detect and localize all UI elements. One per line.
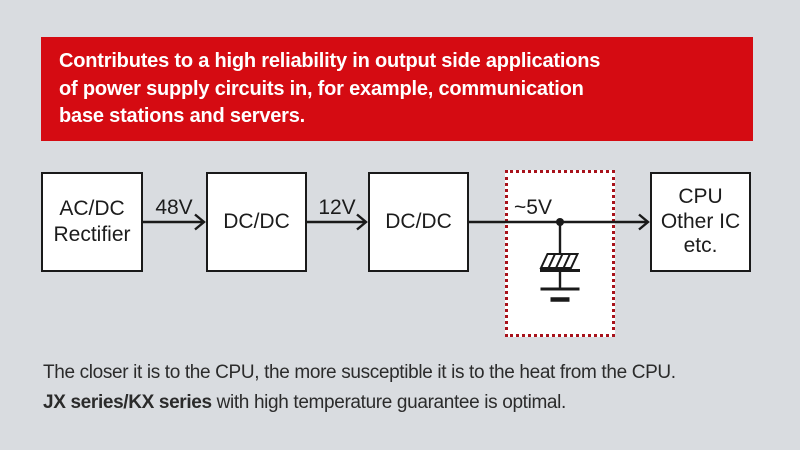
block-cpu-label-line3: etc. <box>683 234 718 258</box>
headline-line-1: Contributes to a high reliability in out… <box>59 50 601 72</box>
block-dcdc-first-label: DC/DC <box>223 210 290 233</box>
footer-line-1: The closer it is to the CPU, the more su… <box>43 362 676 383</box>
headline-line-3: base stations and servers. <box>59 105 306 127</box>
headline-banner: Contributes to a high reliability in out… <box>41 37 753 141</box>
block-acdc-label-line1: AC/DC <box>59 197 125 220</box>
block-cpu-label-line2: Other IC <box>660 209 741 233</box>
block-dcdc-first: DC/DC <box>206 172 307 272</box>
footer-series-bold: JX series/KX series <box>43 392 212 413</box>
block-cpu-label-line1: CPU <box>678 185 723 209</box>
block-acdc-label-line2: Rectifier <box>53 223 131 246</box>
voltage-label-48v: 48V <box>155 196 193 219</box>
footer-note: The closer it is to the CPU, the more su… <box>43 358 773 418</box>
block-acdc-rectifier: AC/DC Rectifier <box>41 172 143 272</box>
right-arrow-icon <box>638 213 650 231</box>
voltage-label-5v: ~5V <box>514 196 552 219</box>
block-cpu-load: CPU Other IC etc. <box>650 172 751 272</box>
footer-line-2: JX series/KX series with high temperatur… <box>43 388 773 418</box>
capacitor-highlight-box <box>505 170 615 337</box>
footer-line-2-rest: with high temperature guarantee is optim… <box>211 392 567 413</box>
block-dcdc-second-label: DC/DC <box>385 210 452 233</box>
headline-line-2: of power supply circuits in, for example… <box>59 77 584 100</box>
voltage-label-12v: 12V <box>318 196 356 219</box>
block-dcdc-second: DC/DC <box>368 172 469 272</box>
